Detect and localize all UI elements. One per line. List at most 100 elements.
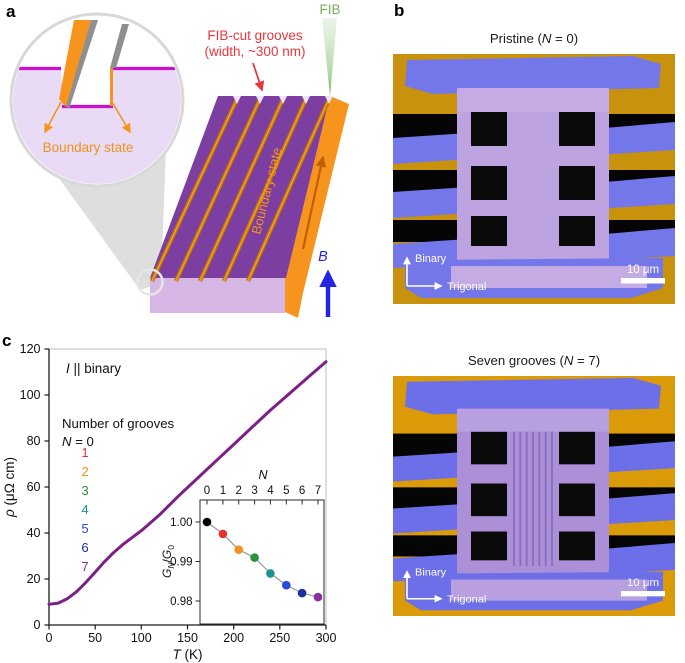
crystal-axes: Binary Trigonal bbox=[403, 253, 486, 293]
slab-front-face bbox=[150, 278, 285, 313]
trigonal-axis-label: Trigonal bbox=[447, 594, 486, 606]
scale-bar bbox=[621, 278, 665, 284]
legend-entry-5: 5 bbox=[81, 521, 88, 536]
crystal-top-strip bbox=[457, 408, 609, 432]
svg-text:0: 0 bbox=[46, 631, 53, 645]
crystal-top-strip bbox=[457, 88, 609, 112]
binary-axis-label: Binary bbox=[415, 567, 447, 579]
fib-beam-icon bbox=[322, 18, 337, 96]
svg-text:200: 200 bbox=[223, 631, 244, 645]
boundary-state-edge-arrow-icon bbox=[301, 155, 327, 250]
panel-a-schematic: Boundary state bbox=[9, 2, 349, 318]
inset-x-axis-title: N bbox=[258, 468, 268, 482]
legend-entry-n0: N = 0 bbox=[62, 434, 94, 449]
inset-top-ticks bbox=[206, 500, 319, 505]
current-direction-annotation: I || binary bbox=[66, 361, 121, 376]
crystal-axes: Binary Trigonal bbox=[403, 567, 486, 606]
svg-text:3: 3 bbox=[251, 485, 257, 497]
svg-text:100: 100 bbox=[20, 388, 41, 402]
svg-text:6: 6 bbox=[299, 485, 305, 497]
inset-point-N4 bbox=[266, 569, 275, 578]
svg-text:150: 150 bbox=[177, 631, 198, 645]
panel-c-label: c bbox=[2, 331, 12, 350]
sem-bottom-title: Seven grooves (N = 7) bbox=[467, 353, 601, 368]
groove-notches bbox=[233, 96, 333, 104]
inset-x-tick-labels: 0 1 2 3 4 5 6 7 bbox=[204, 485, 321, 497]
crystal-slab: Boundary state bbox=[136, 96, 349, 318]
legend-entries: 1 2 3 4 5 6 7 bbox=[81, 445, 88, 574]
binary-axis-label: Binary bbox=[415, 253, 447, 265]
boundary-arrow-icon bbox=[111, 101, 131, 134]
legend-entry-2: 2 bbox=[81, 464, 88, 479]
conductance-inset: 0 1 2 3 4 5 6 7 N 1.00 0.99 0.98 GN/G0 bbox=[160, 468, 325, 625]
inset-data-points bbox=[202, 517, 323, 602]
boundary-state-band bbox=[59, 20, 91, 107]
svg-text:0.99: 0.99 bbox=[170, 556, 192, 568]
sem-image-seven-grooves: Binary Trigonal 10 μm bbox=[393, 376, 675, 616]
legend-entry-7: 7 bbox=[81, 559, 88, 574]
y-axis-ticks bbox=[44, 348, 49, 626]
inset-y-tick-labels: 1.00 0.99 0.98 bbox=[170, 517, 192, 608]
inset-point-N6 bbox=[297, 588, 307, 598]
svg-text:250: 250 bbox=[269, 631, 290, 645]
gray-band-right bbox=[110, 24, 129, 68]
magnifier-source-circle bbox=[136, 268, 164, 296]
panel-b-label: b bbox=[394, 1, 405, 20]
top-contact-bar bbox=[405, 377, 661, 415]
x-axis-ticks bbox=[48, 625, 327, 630]
svg-text:120: 120 bbox=[20, 342, 41, 356]
plot-frame-light bbox=[49, 348, 327, 625]
grooves-pointer-arrow-icon bbox=[252, 62, 265, 92]
svg-text:20: 20 bbox=[27, 572, 41, 586]
svg-text:0: 0 bbox=[34, 618, 41, 632]
fib-label: FIB bbox=[319, 2, 340, 17]
inset-y-axis-title: GN/G0 bbox=[160, 545, 176, 578]
b-field-label: B bbox=[318, 249, 328, 265]
boundary-state-inset-label: Boundary state bbox=[43, 140, 134, 155]
y-axis-title: ρ (μΩ cm) bbox=[2, 457, 17, 518]
svg-text:1: 1 bbox=[220, 485, 226, 497]
gray-band-left bbox=[66, 20, 98, 109]
svg-text:0: 0 bbox=[204, 485, 210, 497]
svg-text:7: 7 bbox=[315, 485, 321, 497]
inset-point-N5 bbox=[282, 580, 291, 590]
top-contact-bar bbox=[405, 56, 661, 94]
x-axis-tick-labels: 0 50 100 150 200 250 300 bbox=[46, 631, 337, 645]
x-axis-title: T (K) bbox=[173, 647, 203, 662]
sem-image-pristine: Binary Trigonal 10 μm bbox=[393, 54, 675, 304]
crystal-bottom-strip bbox=[451, 266, 647, 288]
svg-text:300: 300 bbox=[316, 631, 337, 645]
resistivity-plot: 0 20 40 60 80 100 120 0 50 100 150 200 2… bbox=[2, 342, 337, 662]
crystal-bottom-strip bbox=[451, 579, 647, 601]
scale-bar-label: 10 μm bbox=[627, 264, 659, 276]
resistivity-curve bbox=[47, 360, 328, 606]
sem-top-title: Pristine (N = 0) bbox=[489, 31, 579, 46]
trigonal-axis-label: Trigonal bbox=[447, 281, 486, 293]
panel-a-label: a bbox=[6, 2, 16, 21]
groove-lines bbox=[150, 98, 331, 282]
y-axis-tick-labels: 0 20 40 60 80 100 120 bbox=[20, 342, 41, 632]
boundary-arrow-icon bbox=[44, 101, 62, 134]
inset-point-N0 bbox=[202, 517, 212, 527]
inset-point-N2 bbox=[234, 545, 243, 554]
inset-left-ticks bbox=[195, 521, 200, 602]
inset-point-N3 bbox=[250, 553, 259, 562]
svg-text:100: 100 bbox=[131, 631, 152, 645]
legend-entry-6: 6 bbox=[81, 540, 88, 555]
svg-text:60: 60 bbox=[27, 480, 41, 494]
svg-text:50: 50 bbox=[88, 631, 102, 645]
fib-groove-lines bbox=[513, 429, 553, 567]
inset-point-N1 bbox=[218, 529, 228, 539]
legend-entry-1: 1 bbox=[81, 445, 88, 460]
svg-text:4: 4 bbox=[267, 485, 274, 497]
etched-holes bbox=[471, 431, 595, 561]
surface-state-lines bbox=[13, 66, 181, 109]
legend-entry-3: 3 bbox=[81, 483, 88, 498]
legend-title: Number of grooves bbox=[62, 416, 175, 431]
svg-text:40: 40 bbox=[27, 526, 41, 540]
grooves-label-line2: (width, ~300 nm) bbox=[205, 44, 306, 59]
etched-holes bbox=[471, 112, 595, 246]
scale-bar-label: 10 μm bbox=[627, 577, 659, 589]
inset-point-N7 bbox=[313, 592, 323, 602]
